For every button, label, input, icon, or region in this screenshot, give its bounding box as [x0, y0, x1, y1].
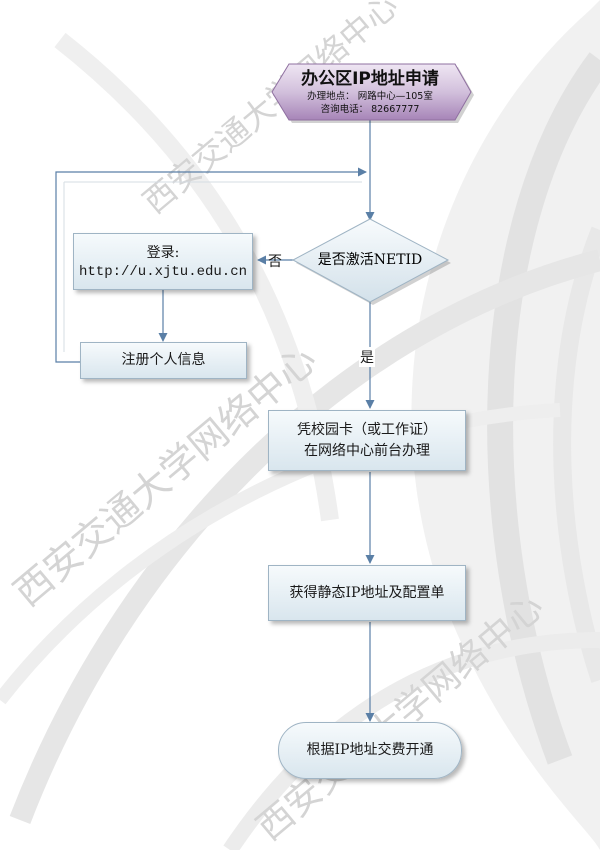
start-node: 办公区IP地址申请 办理地点： 网路中心—105室 咨询电话： 82667777: [280, 64, 460, 120]
start-location: 办理地点： 网路中心—105室: [307, 90, 433, 102]
register-node: 注册个人信息: [80, 342, 247, 379]
campus-card-line-2: 在网络中心前台办理: [304, 442, 430, 459]
login-url-link[interactable]: http://u.xjtu.edu.cn: [78, 264, 248, 280]
static-ip-label: 获得静态IP地址及配置单: [289, 584, 445, 601]
edge-label-no: 否: [268, 254, 282, 270]
campus-card-line-1: 凭校园卡（或工作证）: [297, 421, 437, 438]
end-label: 根据IP地址交费开通: [306, 742, 434, 758]
login-label: 登录:: [146, 245, 180, 261]
edge-label-yes: 是: [359, 347, 375, 367]
static-ip-node: 获得静态IP地址及配置单: [268, 565, 466, 621]
start-title: 办公区IP地址申请: [301, 68, 439, 89]
login-node: 登录: http://u.xjtu.edu.cn: [73, 233, 253, 290]
decision-label: 是否激活NETID: [317, 252, 423, 268]
end-terminator-node: 根据IP地址交费开通: [278, 722, 462, 779]
campus-card-node: 凭校园卡（或工作证） 在网络中心前台办理: [268, 410, 466, 471]
register-label: 注册个人信息: [121, 352, 206, 368]
start-phone: 咨询电话： 82667777: [320, 103, 420, 115]
